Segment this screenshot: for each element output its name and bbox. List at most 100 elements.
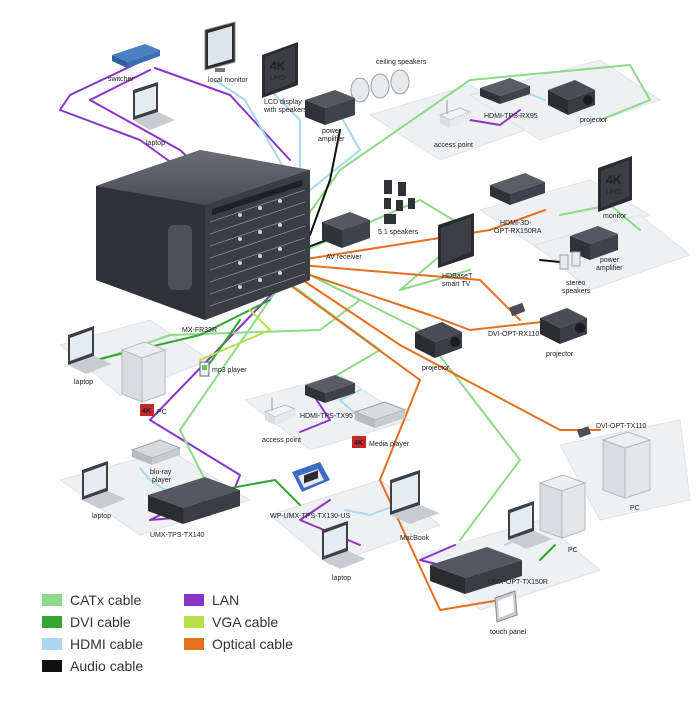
speakers-51-device[interactable] [384, 180, 415, 224]
pc-left-device[interactable] [120, 341, 167, 403]
lan-cable [299, 389, 331, 433]
power-amplifier-right-label-1: power [600, 257, 620, 264]
lcd-display-device[interactable]: 4K UHD [262, 42, 298, 98]
legend-label-hdmi: HDMI cable [70, 636, 144, 652]
local-monitor-device[interactable] [204, 21, 236, 72]
stereo-speakers-label-1: stereo [566, 280, 586, 287]
umx-tps-tx140-device[interactable] [148, 477, 240, 524]
touch-panel-label: touch panel [490, 629, 527, 636]
macbook-device[interactable] [390, 470, 440, 524]
pc-right-bottom-device[interactable] [538, 474, 587, 539]
access-point-mid-device[interactable] [263, 398, 297, 425]
mx-fr33r-frame[interactable] [96, 150, 310, 320]
hdmi-cable [309, 114, 361, 191]
laptop-top-label: laptop [146, 140, 165, 147]
pc-right-top-device[interactable] [601, 431, 652, 499]
stereo-speakers-device[interactable] [559, 251, 581, 270]
legend-swatch-audio [42, 660, 62, 672]
hdmi-tps-tx95-label: HDMI-TPS-TX95 [300, 413, 353, 420]
hdbaset-label-2: smart TV [442, 281, 471, 288]
wp-umx-label: WP-UMX-TPS-TX130-US [270, 513, 350, 520]
legend-item-catx: CATx cable [42, 590, 141, 610]
access-point-top-device[interactable] [438, 100, 472, 128]
pc-left-label: PC [157, 409, 167, 416]
mp3-player-device[interactable] [199, 361, 210, 377]
legend-item-dvi: DVI cable [42, 612, 131, 632]
legend-item-audio: Audio cable [42, 656, 143, 676]
hdmi-tps-rx95-device[interactable] [480, 78, 530, 104]
dvi-cable [219, 479, 301, 506]
legend-label-vga: VGA cable [212, 614, 279, 630]
monitor-right-device[interactable]: 4K UHD [598, 156, 632, 212]
uhd-badge-media-player: 4K [352, 436, 366, 448]
legend-item-hdmi: HDMI cable [42, 634, 143, 654]
uhd-badge-pc-left: 4K [140, 404, 154, 416]
hdmi-tps-tx95-device[interactable] [305, 375, 355, 403]
frame-card-lines [209, 189, 306, 307]
umx-opt-tx150r-device[interactable] [430, 547, 522, 594]
touch-panel-device[interactable] [494, 590, 518, 623]
hdmi-cable [264, 84, 301, 171]
dvi-opt-rx110-device[interactable] [509, 302, 526, 317]
legend-swatch-optical [184, 638, 204, 650]
projector-right-device[interactable] [540, 308, 587, 344]
laptop-left-label: laptop [74, 379, 93, 386]
dvi-opt-tx110-label: DVI-OPT-TX110 [596, 423, 647, 430]
dvi-opt-rx110-label: DVI-OPT-RX110 [488, 331, 539, 338]
laptop-left-device[interactable] [68, 326, 112, 374]
umx-opt-tx150r-label: UMX-OPT-TX150R [488, 579, 548, 586]
macbook-label: MacBook [400, 535, 430, 542]
power-amplifier-top-label-1: power [322, 128, 342, 135]
hdbaset-tv-device[interactable] [438, 213, 474, 268]
audio-cable [309, 129, 341, 236]
laptop-top-device[interactable] [133, 82, 175, 130]
power-amplifier-top-label-2: amplifier [318, 136, 345, 143]
ceiling-speakers-device[interactable] [350, 69, 410, 103]
svg-text:4K: 4K [354, 440, 363, 447]
hdmi-3d-opt-rx150ra-device[interactable] [490, 173, 545, 205]
uhd-badge-text-right: UHD [606, 189, 621, 196]
svg-text:4K: 4K [142, 408, 151, 415]
monitor-right-label: monitor [603, 213, 627, 220]
av-receiver-device[interactable] [322, 212, 370, 248]
media-player-device[interactable] [353, 401, 407, 428]
blu-ray-label-2: player [152, 477, 172, 484]
legend-item-vga: VGA cable [184, 612, 278, 632]
legend-swatch-vga [184, 616, 204, 628]
dvi-opt-tx110-device[interactable] [576, 426, 592, 438]
projector-top-device[interactable] [548, 80, 595, 115]
legend-swatch-hdmi [42, 638, 62, 650]
laptop-bottom-left-device[interactable] [82, 461, 126, 509]
power-amplifier-right-label-2: amplifier [596, 265, 623, 272]
local-monitor-label: local monitor [208, 77, 248, 84]
lan-cable [154, 67, 291, 161]
mp3-player-label: mp3 player [212, 367, 247, 374]
uhd-badge-4k-right: 4K [606, 173, 622, 187]
projector-right-label: projector [546, 351, 574, 358]
wp-umx-device[interactable] [292, 462, 330, 492]
hdbaset-label-1: HDBaseT [442, 273, 473, 280]
legend-item-optical: Optical cable [184, 634, 293, 654]
lcd-display-label-1: LCD display [264, 99, 302, 106]
laptop-bottom-mid-device[interactable] [322, 521, 366, 569]
frame-connectors [238, 199, 282, 289]
optical-cable [299, 264, 521, 321]
legend-item-lan: LAN [184, 590, 239, 610]
optical-cable [299, 209, 546, 261]
switcher-device[interactable] [112, 44, 160, 68]
pc-right-bottom-label: PC [568, 547, 578, 554]
blu-ray-device[interactable] [130, 439, 182, 465]
lcd-display-label-2: with speakers [263, 107, 307, 114]
laptop-bottom-left-label: laptop [92, 513, 111, 520]
power-amplifier-top-device[interactable] [305, 90, 355, 125]
laptop-right-device[interactable] [508, 501, 552, 549]
catx-cable [179, 284, 281, 481]
projector-mid-device[interactable] [415, 322, 462, 358]
speakers-51-label: 5.1 speakers [378, 229, 419, 236]
ceiling-speakers-label: ceiling speakers [376, 59, 427, 66]
hdmi-cable [139, 467, 166, 491]
projector-top-label: projector [580, 117, 608, 124]
dvi-cable [539, 544, 556, 561]
stereo-speakers-label-2: speakers [562, 288, 591, 295]
